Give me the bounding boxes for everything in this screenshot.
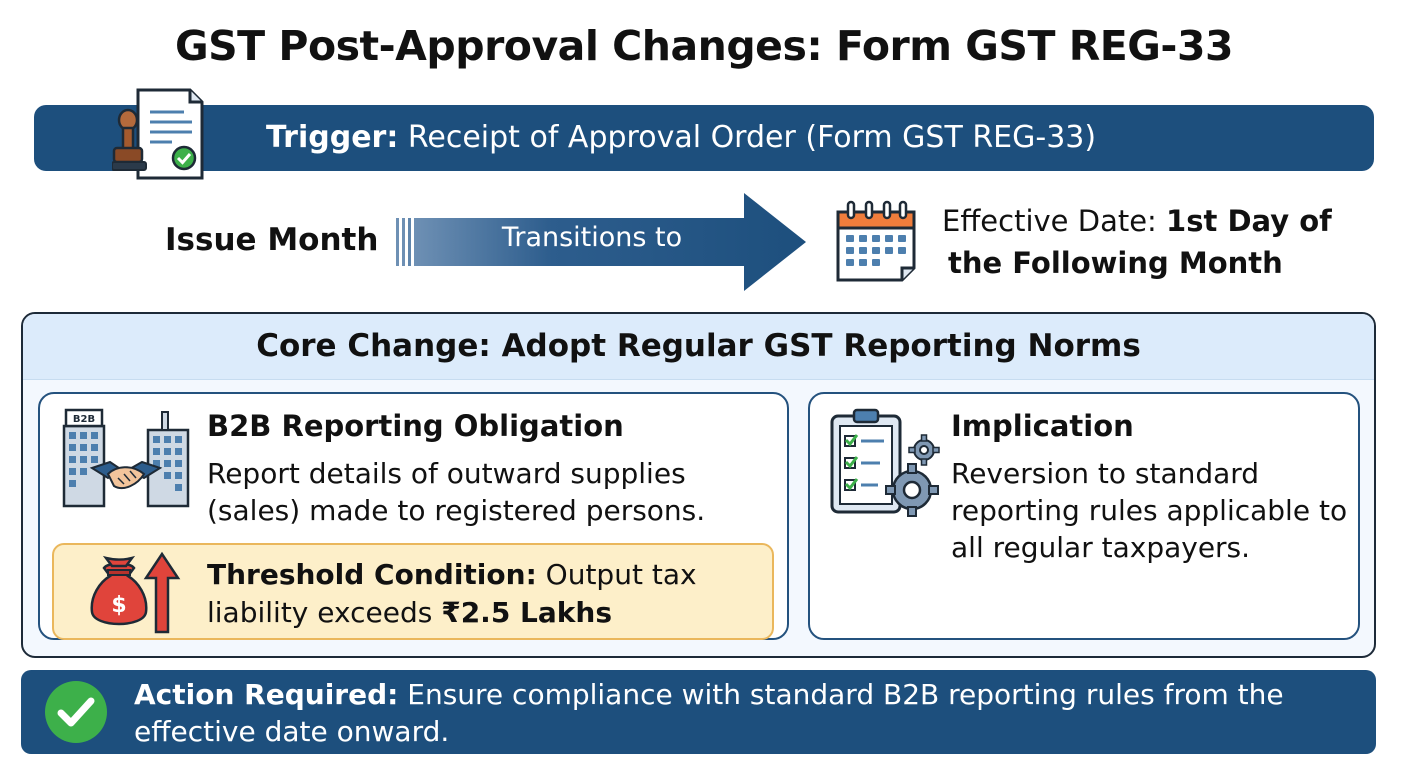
trigger-text: Trigger: Receipt of Approval Order (Form…: [266, 116, 1096, 160]
b2b-sign-text: B2B: [73, 414, 95, 425]
effective-date-prefix: Effective Date:: [942, 204, 1157, 238]
b2b-handshake-buildings-icon: B2B: [62, 408, 190, 508]
action-required-banner: [21, 670, 1376, 754]
threshold-amount: ₹2.5 Lakhs: [441, 596, 613, 629]
checklist-gears-icon: [830, 408, 940, 517]
effective-date-text: Effective Date: 1st Day of the Following…: [942, 200, 1332, 284]
threshold-condition-box: [52, 543, 774, 640]
core-change-header: Core Change: Adopt Regular GST Reporting…: [23, 314, 1374, 380]
check-circle-icon: [45, 681, 107, 743]
core-change-title: Core Change: Adopt Regular GST Reporting…: [256, 328, 1141, 364]
b2b-title: B2B Reporting Obligation: [207, 409, 624, 443]
approval-document-stamp-icon: [112, 88, 204, 180]
action-description: Ensure compliance with standard B2B repo…: [134, 678, 1284, 748]
money-bag-rising-icon: $: [90, 551, 181, 634]
trigger-banner: [34, 105, 1374, 171]
action-label: Action Required:: [134, 678, 399, 711]
currency-symbol: $: [111, 593, 126, 618]
threshold-label: Threshold Condition:: [207, 558, 537, 591]
trigger-label: Trigger:: [266, 120, 399, 155]
effective-date-line-2: the Following Month: [948, 246, 1283, 280]
effective-date-line-1: 1st Day of: [1166, 204, 1332, 238]
trigger-description: Receipt of Approval Order (Form GST REG-…: [407, 120, 1097, 155]
transition-arrow: [396, 193, 806, 291]
calendar-icon: [836, 200, 916, 282]
threshold-description: Output tax liability exceeds: [207, 558, 697, 629]
transition-label: Transitions to: [501, 222, 683, 253]
issue-month-label: Issue Month: [165, 222, 379, 258]
page-title: GST Post-Approval Changes: Form GST REG-…: [174, 22, 1234, 70]
implication-description: Reversion to standard reporting rules ap…: [951, 457, 1348, 564]
implication-title: Implication: [951, 409, 1134, 443]
threshold-text: Threshold Condition: Output tax liabilit…: [207, 556, 767, 632]
action-required-text: Action Required: Ensure compliance with …: [134, 676, 1359, 750]
b2b-description: Report details of outward supplies (sale…: [207, 457, 706, 527]
